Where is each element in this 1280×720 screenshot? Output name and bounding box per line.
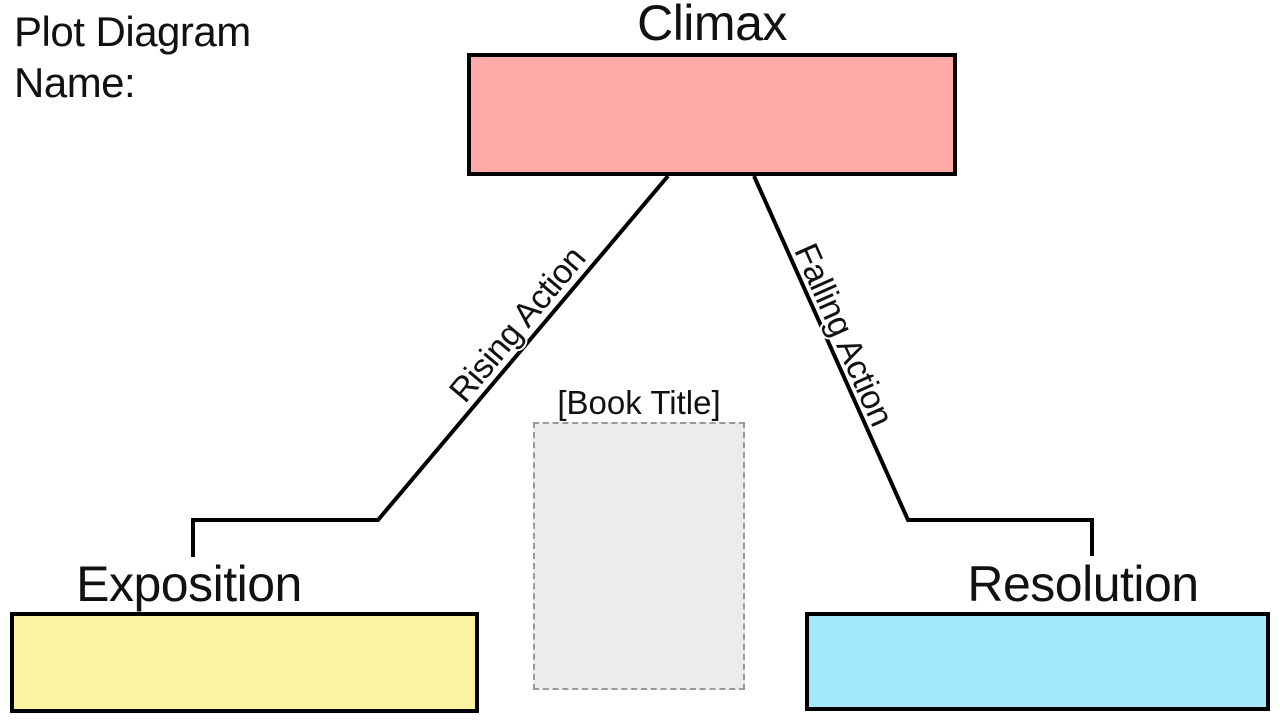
climax-label: Climax xyxy=(637,0,787,51)
page-title: Plot Diagram xyxy=(14,8,251,55)
book-title-label: [Book Title] xyxy=(557,384,721,421)
climax-box[interactable] xyxy=(467,53,957,176)
book-cover-placeholder[interactable] xyxy=(533,422,745,690)
exposition-box[interactable] xyxy=(10,612,479,713)
resolution-box[interactable] xyxy=(805,612,1270,711)
rising-action-line xyxy=(191,174,670,557)
falling-action-line xyxy=(752,175,1094,556)
exposition-label: Exposition xyxy=(76,556,302,612)
resolution-label: Resolution xyxy=(967,556,1199,612)
name-label: Name: xyxy=(14,59,136,106)
header: Plot Diagram Name: xyxy=(14,6,251,108)
